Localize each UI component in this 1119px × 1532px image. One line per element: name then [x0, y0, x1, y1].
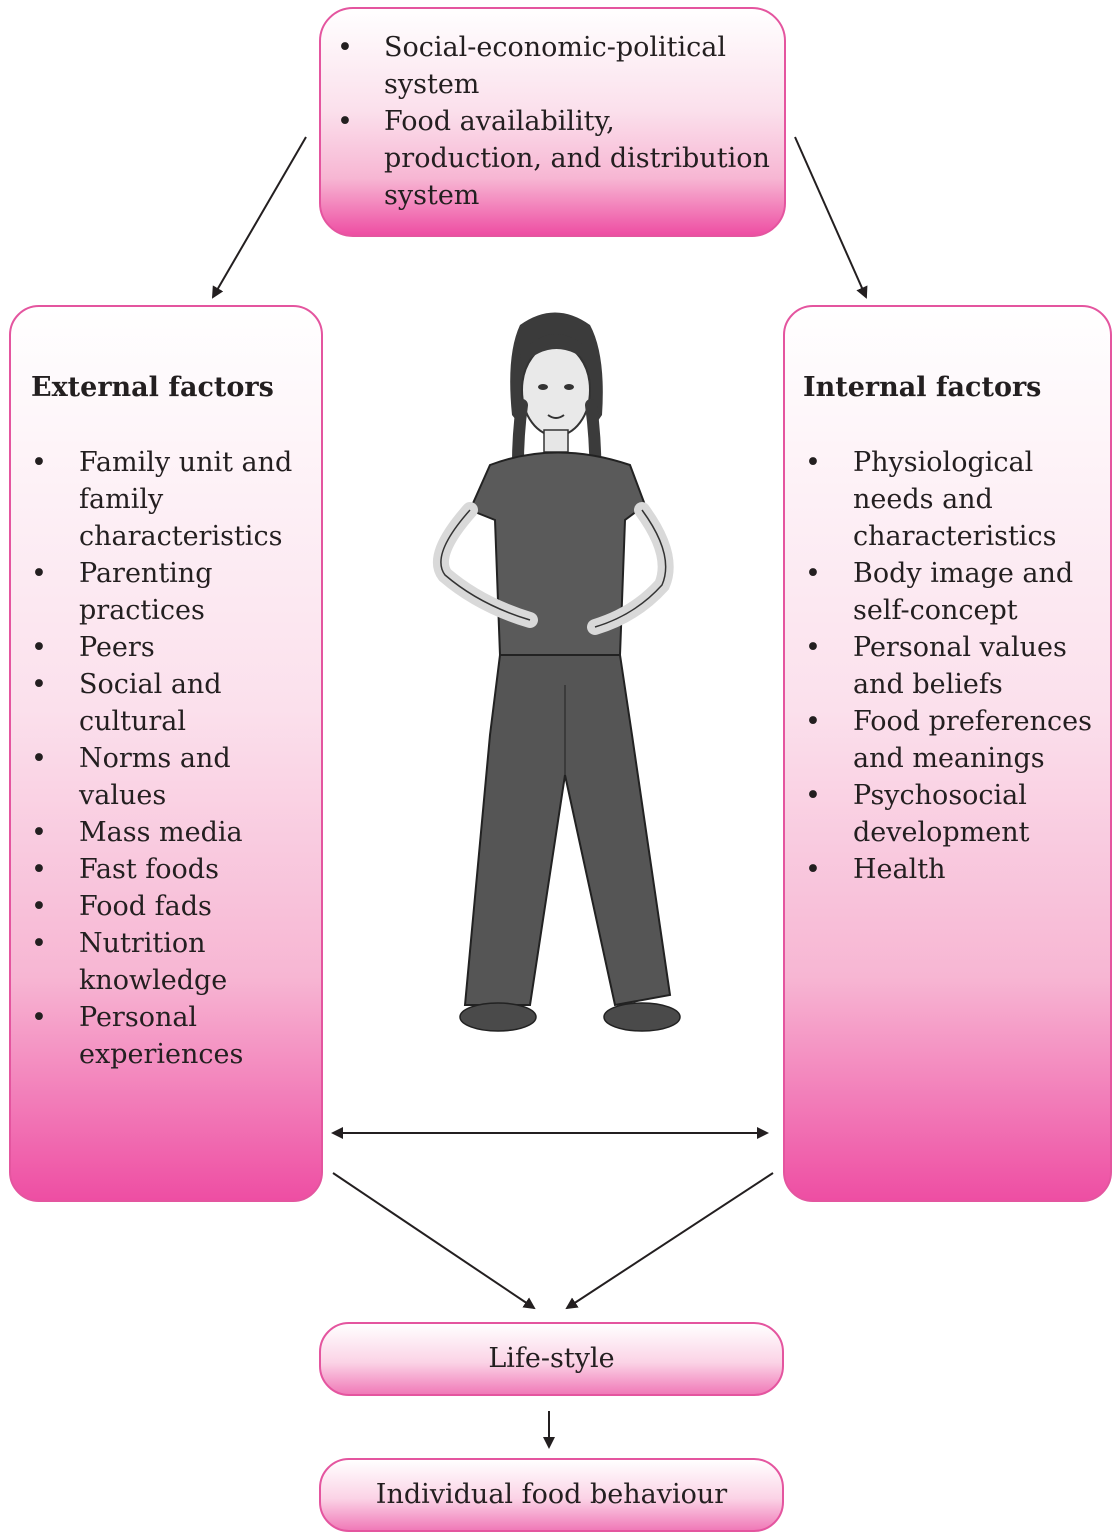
arrow-top-to-external [213, 137, 306, 297]
arrow-external-to-lifestyle [333, 1173, 534, 1308]
arrow-internal-to-lifestyle [567, 1173, 773, 1308]
lifestyle-label: Life-style [321, 1340, 782, 1377]
food-behaviour-box: Individual food behaviour [319, 1458, 784, 1532]
lifestyle-box: Life-style [319, 1322, 784, 1396]
food-behaviour-label: Individual food behaviour [321, 1476, 782, 1513]
arrow-top-to-internal [795, 137, 866, 297]
